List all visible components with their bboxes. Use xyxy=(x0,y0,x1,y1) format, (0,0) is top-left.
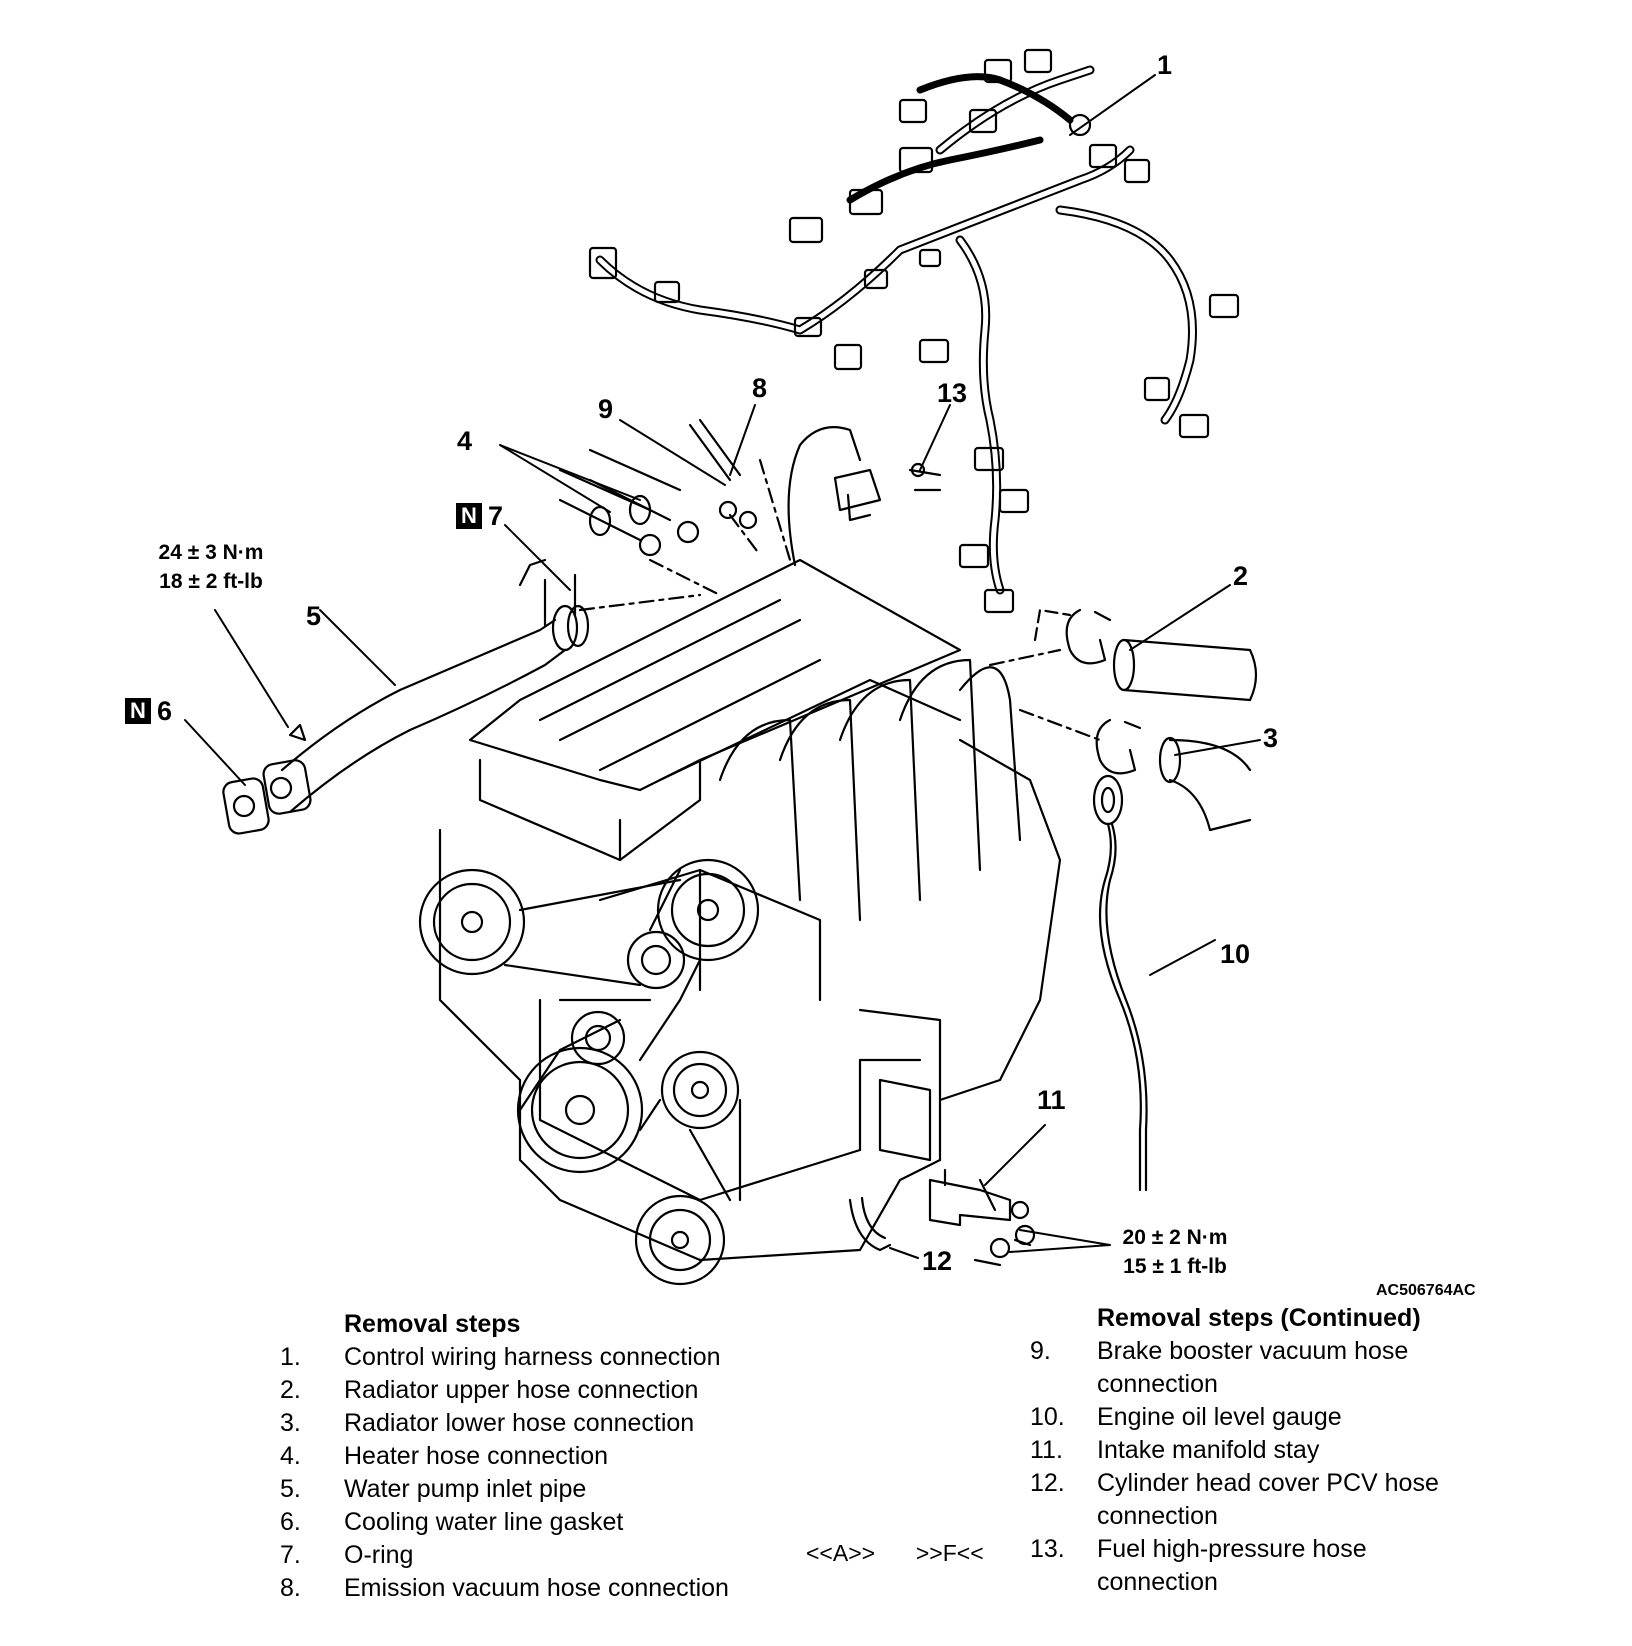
callout-9: 9 xyxy=(598,394,614,424)
callout-7-num: 7 xyxy=(488,501,504,531)
mark-a: <<A>> xyxy=(806,1540,876,1566)
n-mark-6: N xyxy=(125,698,151,724)
list-item: 12.Cylinder head cover PCV hose connecti… xyxy=(1030,1469,1439,1530)
list-item: 10.Engine oil level gauge xyxy=(1030,1403,1342,1431)
callout-8: 8 xyxy=(752,373,768,403)
list-item: 11.Intake manifold stay xyxy=(1030,1436,1320,1464)
figure-id: AC506764AC xyxy=(1376,1282,1476,1299)
control-wiring-harness xyxy=(588,48,1240,614)
n-mark-7: N xyxy=(456,503,482,529)
list-item: 6.Cooling water line gasket xyxy=(280,1508,624,1536)
callout-11: 11 xyxy=(1037,1085,1066,1115)
callout-12: 12 xyxy=(922,1246,953,1276)
torque-spec-left: 24 ± 3 N·m 18 ± 2 ft-lb xyxy=(136,538,286,596)
list-item: 8.Emission vacuum hose connection xyxy=(280,1574,729,1602)
mark-f: >>F<< xyxy=(915,1540,984,1566)
removal-steps-right: Removal steps (Continued) 9.Brake booste… xyxy=(1030,1302,1490,1599)
torque-spec-right: 20 ± 2 N·m 15 ± 1 ft-lb xyxy=(1110,1223,1240,1281)
heater-hoses xyxy=(558,448,722,597)
removal-steps-continued-header: Removal steps (Continued) xyxy=(1097,1304,1421,1332)
list-item: 2.Radiator upper hose connection xyxy=(280,1376,699,1404)
callout-6-num: 6 xyxy=(157,696,173,726)
callout-4: 4 xyxy=(457,426,473,456)
pulleys-and-belt xyxy=(418,858,760,1286)
intake-manifold-stay xyxy=(928,1168,1036,1267)
torque-left-nm: 24 ± 3 N·m xyxy=(158,541,264,564)
torque-right-ftlb: 15 ± 1 ft-lb xyxy=(1123,1255,1227,1278)
list-item: 7.O-ring xyxy=(280,1541,414,1569)
list-item: 13.Fuel high-pressure hose connection xyxy=(1030,1535,1367,1596)
vacuum-hoses xyxy=(688,418,862,567)
step-marks: <<A>> >>F<< xyxy=(806,1540,984,1567)
list-item: 5.Water pump inlet pipe xyxy=(280,1475,587,1503)
list-item: 4.Heater hose connection xyxy=(280,1442,609,1470)
torque-right-nm: 20 ± 2 N·m xyxy=(1122,1226,1228,1249)
list-item: 1.Control wiring harness connection xyxy=(280,1343,721,1371)
list-item: 9.Brake booster vacuum hose connection xyxy=(1030,1337,1409,1398)
pcv-hose xyxy=(848,1196,892,1252)
callout-3: 3 xyxy=(1263,723,1279,753)
list-item: 3.Radiator lower hose connection xyxy=(280,1409,695,1437)
torque-left-ftlb: 18 ± 2 ft-lb xyxy=(159,570,263,593)
callout-10: 10 xyxy=(1220,939,1251,969)
engine-oil-level-gauge xyxy=(1092,774,1148,1192)
callout-1: 1 xyxy=(1157,50,1173,80)
removal-steps-header: Removal steps xyxy=(344,1310,521,1338)
leader-lines xyxy=(184,74,1261,1259)
callout-2: 2 xyxy=(1233,561,1249,591)
engine-exploded-illustration xyxy=(184,48,1261,1286)
fuel-high-pressure-hose xyxy=(833,462,942,522)
radiator-hoses xyxy=(988,608,1258,832)
removal-steps-left: Removal steps 1.Control wiring harness c… xyxy=(280,1308,820,1605)
water-pump-inlet-pipe xyxy=(222,558,702,835)
engine-block xyxy=(438,558,1062,1262)
callout-5: 5 xyxy=(306,601,322,631)
callout-13: 13 xyxy=(937,378,968,408)
